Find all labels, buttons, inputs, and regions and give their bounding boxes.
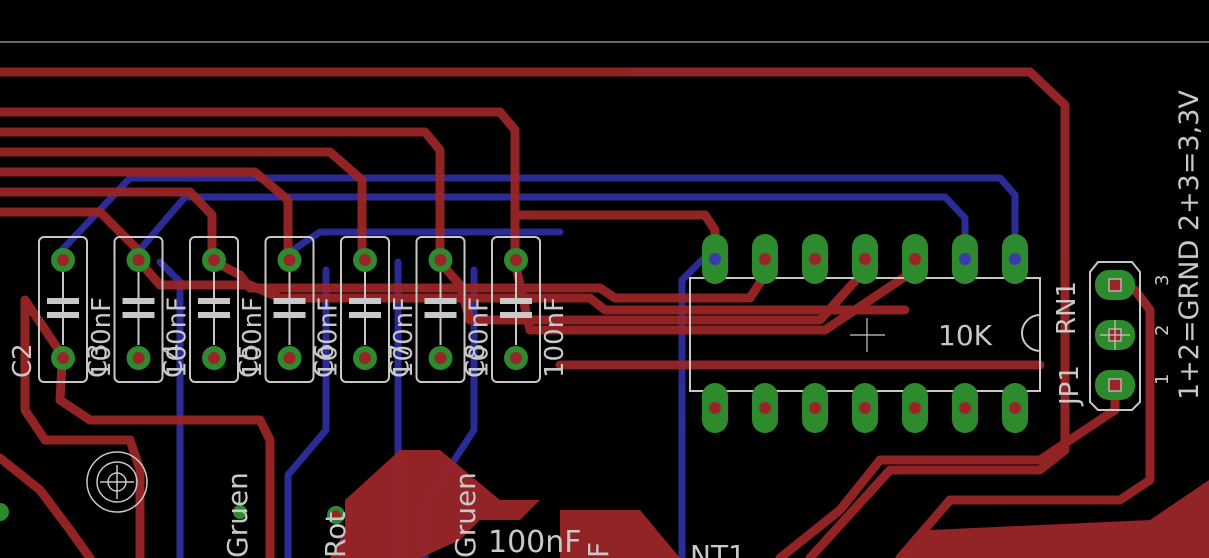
capacitor-plate: [122, 312, 155, 318]
capacitor-name: C3: [84, 343, 114, 378]
capacitor-value: 100nF: [389, 297, 419, 378]
rn1-pad: [852, 383, 878, 433]
capacitor-outline: [264, 236, 315, 383]
capacitor-plate: [198, 298, 230, 304]
capacitor-pad: [126, 346, 151, 370]
capacitor-plate: [500, 298, 532, 304]
capacitor-pad: [428, 346, 453, 370]
capacitor-value: 100nF: [314, 297, 344, 378]
capacitor-name: C7: [386, 343, 416, 378]
top-layer-traces: [0, 67, 1155, 558]
rn1-pad: [902, 234, 928, 284]
label-nt1-fragment: NT1: [690, 539, 746, 558]
capacitor-pad: [51, 346, 75, 370]
top-layer-pours: [330, 450, 1209, 558]
capacitor-value: 100nF: [540, 297, 570, 378]
rn1-center-cross: [850, 318, 885, 352]
label-rot: Rot: [319, 512, 352, 558]
capacitor-plate: [198, 312, 230, 318]
capacitor-name: C4: [159, 343, 189, 378]
rn1-pad: [702, 383, 728, 433]
rn1-value: 10K: [938, 319, 993, 352]
rn1-pad: [1002, 234, 1028, 284]
capacitor-pad: [504, 346, 528, 370]
rn1-pad: [752, 234, 778, 284]
rn1-pad: [902, 383, 928, 433]
jp1-outline: [1089, 261, 1141, 411]
capacitor-name: C5: [235, 343, 265, 378]
capacitor-plate: [273, 312, 306, 318]
capacitor-outline: [491, 236, 541, 383]
jp1-name: JP1: [1055, 365, 1085, 407]
capacitor-pad: [428, 248, 453, 272]
capacitor-plate: [500, 312, 532, 318]
capacitor-outline: [189, 236, 239, 383]
capacitor-pad: [51, 248, 75, 272]
mounting-hole: [86, 451, 148, 513]
rn1-pads-top: [702, 234, 1028, 284]
rn1-pads-bottom: [702, 383, 1028, 433]
capacitor-plate: [47, 312, 79, 318]
capacitor-pad: [353, 346, 377, 370]
jp1-pin-3: 3: [1152, 275, 1173, 286]
rn1-pad: [952, 234, 978, 284]
label-gruen-2: Gruen: [449, 472, 482, 558]
capacitor-plate: [273, 298, 306, 304]
resistor-network-rn1: 10K RN1: [689, 234, 1082, 433]
capacitor-outline: [415, 236, 466, 383]
jp1-pin-1: 1: [1152, 374, 1173, 385]
jp1-pin-2: 2: [1152, 325, 1173, 336]
capacitor-value: 100nF: [87, 297, 117, 378]
jp1-note: 1+2=GRND 2+3=3,3V: [1174, 90, 1205, 400]
rn1-pad: [702, 234, 728, 284]
capacitor-outline: [113, 236, 164, 383]
capacitor-pad: [504, 248, 528, 272]
vias: [0, 503, 345, 524]
capacitor-pad: [202, 346, 226, 370]
rn1-pad: [1002, 383, 1028, 433]
rn1-pad: [802, 234, 828, 284]
capacitor-pad: [202, 248, 226, 272]
capacitor-outline: [38, 236, 88, 383]
capacitor-plate: [349, 312, 381, 318]
jp1-origin-cross: [1100, 320, 1130, 350]
rn1-name: RN1: [1052, 281, 1082, 335]
rn1-pad: [752, 383, 778, 433]
capacitor-name: C6: [310, 343, 340, 378]
capacitor-name: C8: [461, 343, 491, 378]
capacitor-value: 100nF: [163, 297, 193, 378]
capacitor-value: 100nF: [238, 297, 268, 378]
capacitor-outline: [340, 236, 390, 383]
jumper-jp1: JP1 1 2 3 1+2=GRND 2+3=3,3V: [1055, 90, 1205, 411]
capacitor-value: 100nF: [465, 297, 495, 378]
capacitor-plate: [47, 298, 79, 304]
capacitor-plate: [349, 298, 381, 304]
label-gruen-1: Gruen: [221, 472, 254, 558]
rn1-notch: [1021, 314, 1041, 352]
capacitor-plate: [424, 312, 457, 318]
capacitor-name: C2: [8, 343, 38, 378]
label-cap-value: 100nF: [488, 525, 582, 558]
capacitor-pad: [126, 248, 151, 272]
label-f-fragment: F: [582, 542, 615, 558]
rn1-pad: [802, 383, 828, 433]
capacitor-plate: [122, 298, 155, 304]
capacitor-plate: [424, 298, 457, 304]
capacitor-c2: C2 100nF: [8, 236, 117, 383]
capacitor-pad: [277, 346, 302, 370]
capacitor-pad: [277, 248, 302, 272]
rn1-pad: [852, 234, 878, 284]
rn1-pad: [952, 383, 978, 433]
capacitor-pad: [353, 248, 377, 272]
